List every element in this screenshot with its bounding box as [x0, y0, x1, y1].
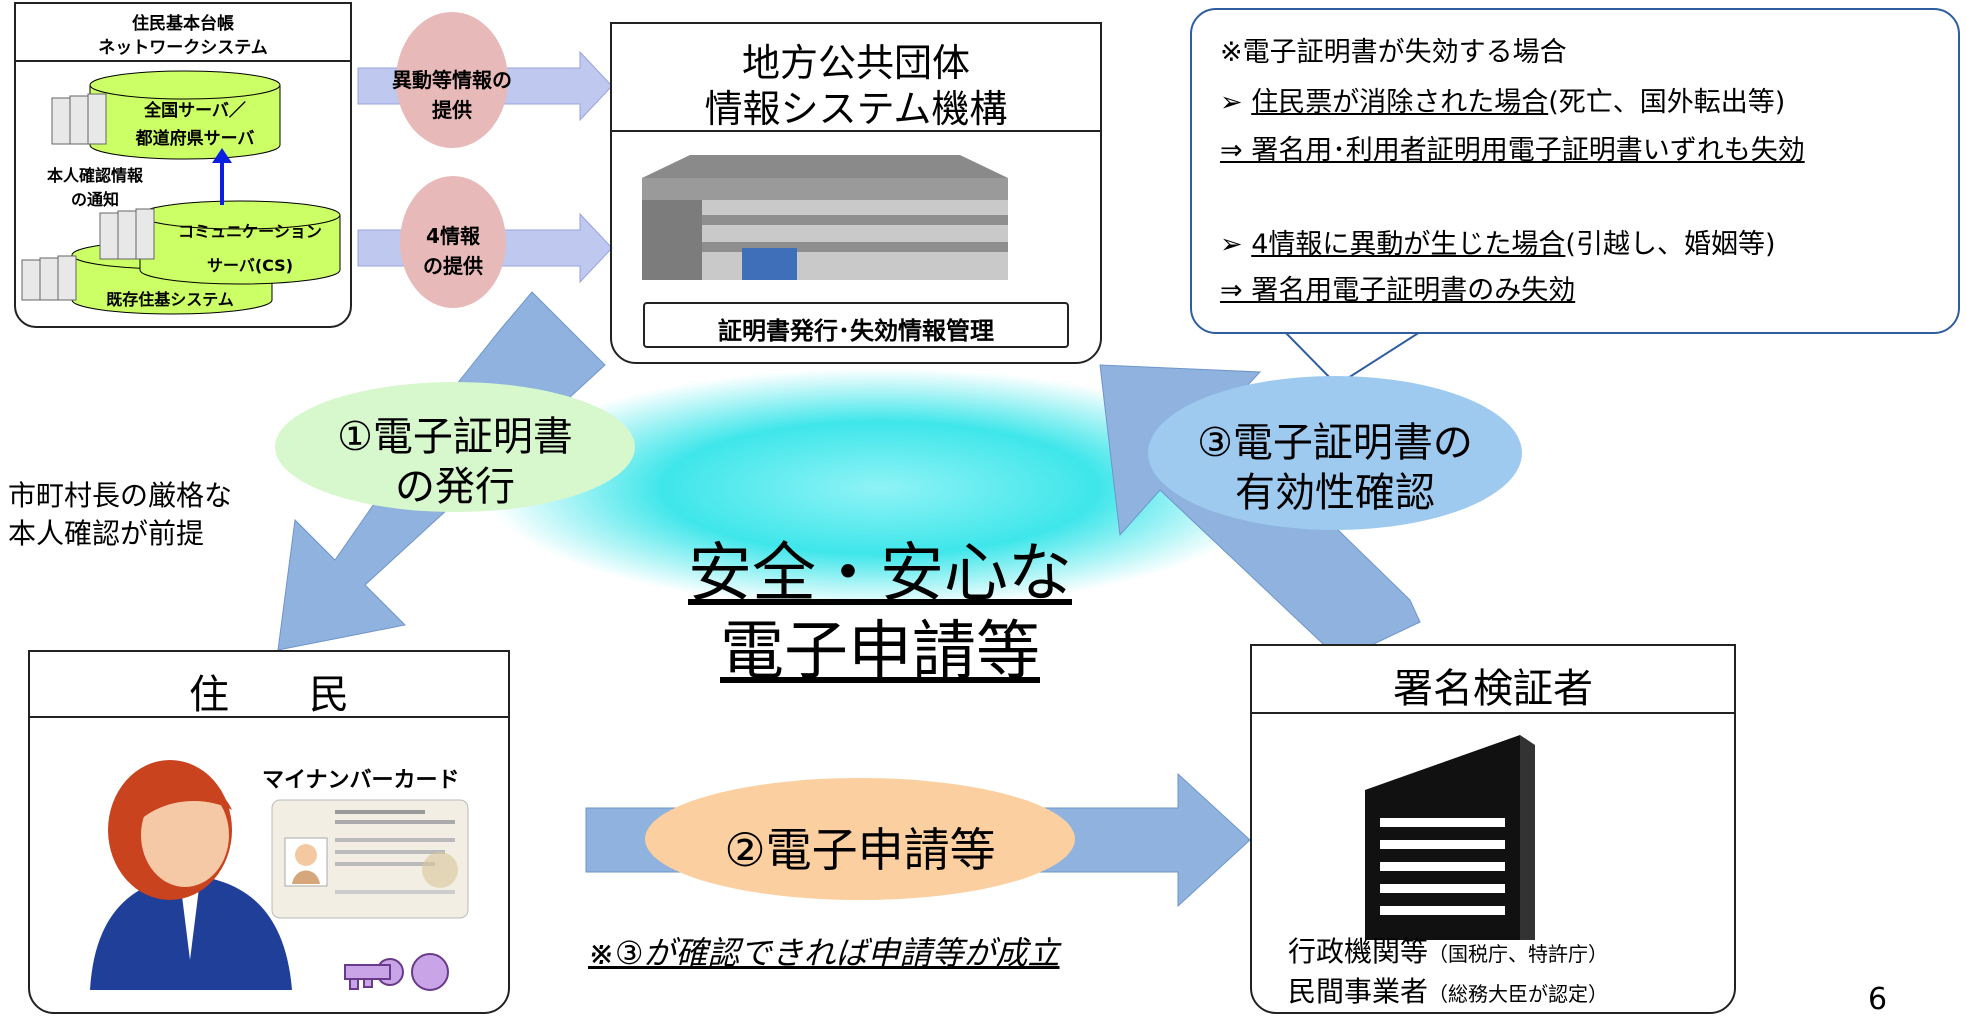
- identity-notice-line2: の通知: [70, 190, 119, 209]
- four-info-line2: の提供: [423, 254, 483, 278]
- change-info-line1: 異動等情報の: [392, 68, 512, 92]
- mynumber-card-icon: [271, 799, 469, 919]
- change-info-ellipse: [396, 12, 508, 148]
- verifier-title: 署名検証者: [1393, 666, 1593, 712]
- server-national-line2: 都道府県サーバ: [135, 129, 255, 149]
- case2-underlined: 4情報に異動が生じた場合: [1251, 229, 1566, 260]
- callout-case1-result: ⇒ 署名用･利用者証明用電子証明書いずれも失効: [1220, 135, 1805, 166]
- page-number: 6: [1868, 982, 1888, 1017]
- issue-line1: ①電子証明書: [337, 414, 573, 460]
- verifier-line2-main: 民間事業者: [1288, 975, 1429, 1008]
- four-info-ellipse: [400, 176, 506, 308]
- case2-note: (引越し、婚姻等): [1565, 229, 1776, 260]
- resident-title-box: [28, 650, 510, 718]
- mynumber-card-label: マイナンバーカード: [262, 768, 460, 793]
- existing-system-label: 既存住基システム: [106, 290, 234, 309]
- verifier-title-box: [1250, 644, 1736, 714]
- verifier-line2: 民間事業者（総務大臣が認定）: [1288, 970, 1608, 1010]
- center-glow: [485, 368, 1275, 608]
- verify-ellipse: [1148, 376, 1522, 530]
- verifier-line1-main: 行政機関等: [1288, 935, 1429, 968]
- jlis-name-line2: 情報システム機構: [704, 87, 1008, 131]
- four-info-line1: 4情報: [426, 224, 480, 248]
- verify-line1: ③電子証明書の: [1197, 420, 1473, 466]
- footnote: ※③が確認できれば申請等が成立: [588, 934, 1060, 972]
- verifier-building-icon: [1365, 735, 1535, 940]
- apply-label: ②電子申請等: [724, 823, 996, 877]
- notice-arrow-head: [212, 148, 232, 163]
- jlis-name-line1: 地方公共団体: [741, 41, 970, 85]
- mayor-note-line1: 市町村長の厳格な: [8, 479, 233, 512]
- jukinet-title-line2: ネットワークシステム: [98, 38, 268, 58]
- callout-case1: ➢ 住民票が消除された場合(死亡、国外転出等): [1220, 80, 1785, 119]
- case1-marker: ➢: [1220, 87, 1243, 118]
- jlis-title-box: [610, 22, 1102, 132]
- jlis-function-label: 証明書発行･失効情報管理: [718, 317, 994, 345]
- national-server-drum: [89, 70, 281, 160]
- verifier-line1-note: （国税庁、特許庁）: [1428, 942, 1609, 966]
- cs-line1: コミュニケーション: [178, 222, 322, 241]
- jlis-function-box: [643, 302, 1069, 348]
- verifier-line1: 行政機関等（国税庁、特許庁）: [1288, 930, 1608, 970]
- callout-case2-result: ⇒ 署名用電子証明書のみ失効: [1220, 275, 1576, 306]
- center-line1: 安全・安心な: [688, 537, 1072, 611]
- apply-ellipse: [645, 778, 1075, 900]
- cs-drum: [139, 200, 341, 285]
- case1-underlined: 住民票が消除された場合: [1251, 87, 1549, 118]
- person-icon: [90, 760, 292, 990]
- callout-heading: ※電子証明書が失効する場合: [1220, 37, 1567, 68]
- revocation-callout: [1190, 8, 1960, 334]
- jukinet-title-line1: 住民基本台帳: [132, 14, 234, 34]
- issue-ellipse: [275, 382, 635, 512]
- identity-notice-line1: 本人確認情報: [46, 166, 143, 185]
- server-icon: [21, 93, 155, 301]
- cs-line2: サーバ(CS): [206, 256, 294, 275]
- case1-note: (死亡、国外転出等): [1548, 87, 1786, 118]
- key-icon: [344, 953, 449, 991]
- mayor-note-line2: 本人確認が前提: [8, 517, 205, 550]
- server-national-line1: 全国サーバ／: [144, 101, 246, 121]
- resident-title: 住 民: [189, 672, 349, 718]
- callout-case2: ➢ 4情報に異動が生じた場合(引越し、婚姻等): [1220, 222, 1775, 261]
- issue-line2: の発行: [395, 464, 515, 510]
- case2-marker: ➢: [1220, 229, 1243, 260]
- center-line2: 電子申請等: [720, 615, 1040, 689]
- jukinet-title-box: [14, 2, 352, 62]
- verifier-line2-note: （総務大臣が認定）: [1428, 982, 1609, 1006]
- change-info-line2: 提供: [432, 98, 472, 122]
- verify-line2: 有効性確認: [1235, 470, 1435, 516]
- jlis-building-icon: [642, 155, 1008, 280]
